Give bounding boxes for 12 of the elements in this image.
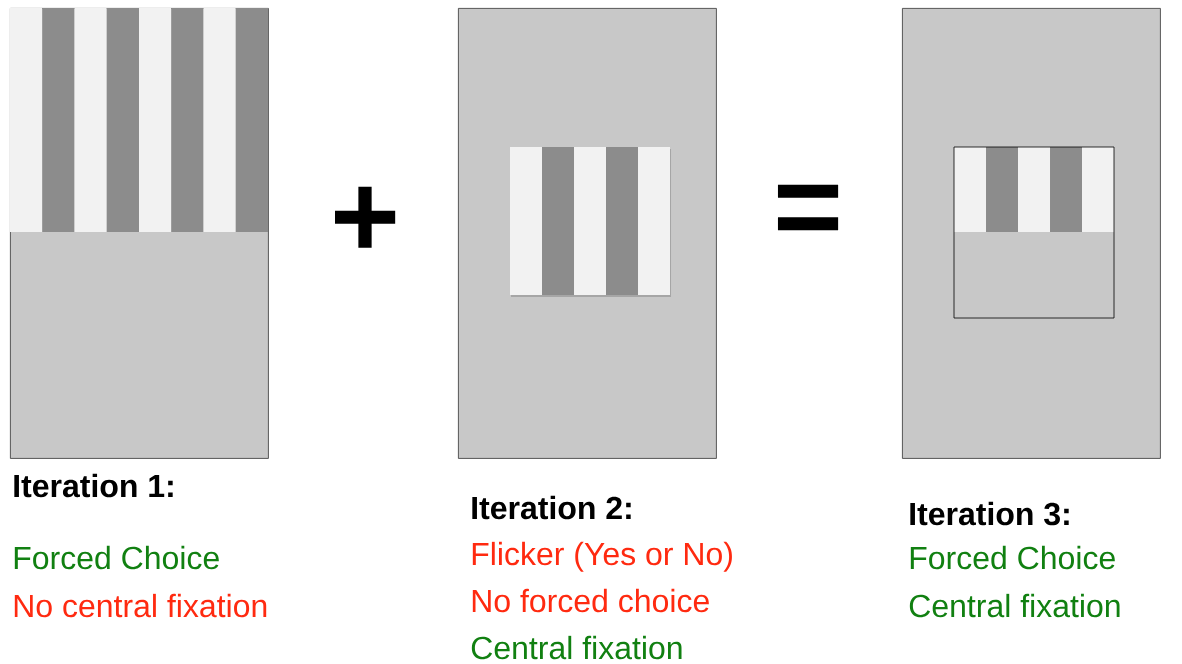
- condition-text: Forced Choice: [910, 545, 1115, 570]
- condition-text: No forced choice: [472, 588, 709, 613]
- iteration-heading: Iteration 2:: [472, 495, 631, 520]
- iteration-heading: Iteration 1:: [14, 473, 173, 498]
- condition-text: Forced Choice: [14, 545, 219, 570]
- condition-text: Flicker (Yes or No): [472, 541, 732, 572]
- condition-text: No central fixation: [14, 593, 267, 618]
- operator-sign: =: [777, 184, 839, 231]
- operator-sign: +: [335, 186, 396, 248]
- iteration-heading: Iteration 3:: [910, 501, 1069, 526]
- condition-text: Central fixation: [909, 593, 1120, 618]
- condition-text: Central fixation: [471, 635, 682, 660]
